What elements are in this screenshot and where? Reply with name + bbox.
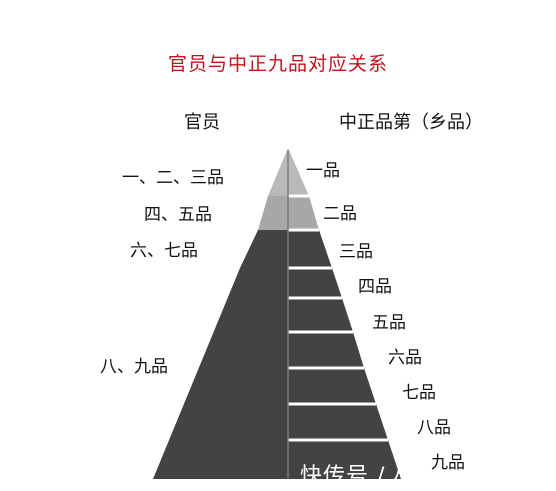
- diagram-title: 官员与中正九品对应关系: [167, 53, 388, 75]
- grade-band-7: [288, 368, 376, 404]
- grade-label-8: 八品: [417, 418, 451, 438]
- grade-band-2: [288, 196, 319, 230]
- grade-band-6: [288, 332, 364, 368]
- official-tier-6-7: [240, 230, 288, 268]
- grade-label-5: 五品: [372, 313, 406, 333]
- grade-band-1: [288, 148, 309, 196]
- grade-label-6: 六品: [388, 348, 422, 368]
- watermark-text: 快传号 / 小: [300, 464, 417, 489]
- grade-band-3: [288, 230, 332, 268]
- official-label-1-3: 一、二、三品: [122, 168, 224, 188]
- grade-label-2: 二品: [323, 204, 357, 224]
- grade-band-5: [288, 298, 353, 332]
- officials-column-header: 官员: [184, 112, 220, 133]
- grade-label-3: 三品: [339, 242, 373, 262]
- official-label-6-7: 六、七品: [130, 241, 198, 261]
- official-tier-8-9: [153, 268, 288, 479]
- grade-label-9: 九品: [431, 453, 465, 473]
- grade-band-4: [288, 268, 342, 298]
- official-tier-1-3: [268, 148, 288, 196]
- grade-label-7: 七品: [402, 383, 436, 403]
- grades-column-header: 中正品第（乡品）: [339, 112, 483, 133]
- official-tier-4-5: [258, 196, 288, 230]
- official-label-8-9: 八、九品: [100, 357, 168, 377]
- grade-label-1: 一品: [306, 161, 340, 181]
- grade-band-9: [288, 440, 401, 479]
- official-label-4-5: 四、五品: [144, 205, 212, 225]
- grade-label-4: 四品: [358, 277, 392, 297]
- grade-band-8: [288, 404, 388, 440]
